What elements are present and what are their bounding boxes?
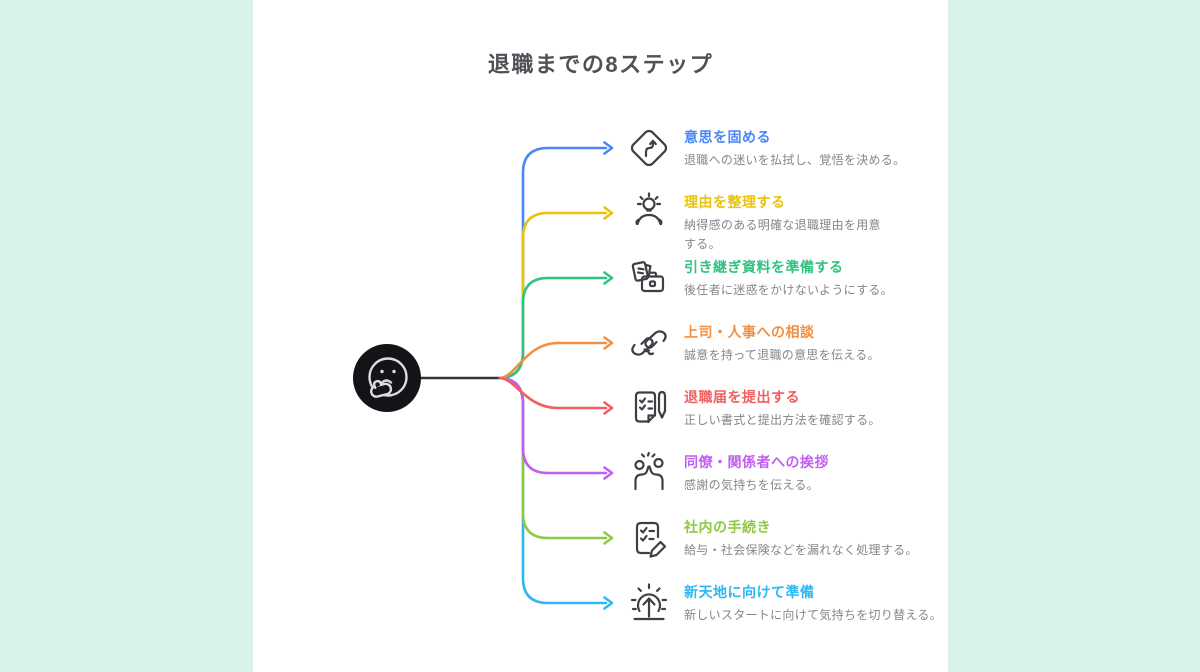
sunrise-arrow-icon	[625, 579, 673, 627]
step-description: 後任者に迷惑をかけないようにする。	[684, 283, 893, 297]
step-title: 退職届を提出する	[684, 389, 800, 405]
idea-person-icon	[625, 189, 673, 237]
step-row: 引き継ぎ資料を準備する 後任者に迷惑をかけないようにする。	[625, 254, 946, 302]
step-title: 上司・人事への相談	[684, 324, 815, 340]
step-title: 引き継ぎ資料を準備する	[684, 259, 844, 275]
step-description: 正しい書式と提出方法を確認する。	[684, 413, 881, 427]
step-row: 社内の手続き 給与・社会保険などを漏れなく処理する。	[625, 514, 946, 562]
high-five-icon	[625, 449, 673, 497]
step-row: 上司・人事への相談 誠意を持って退職の意思を伝える。	[625, 319, 946, 367]
step-row: 理由を整理する 納得感のある明確な退職理由を用意する。	[625, 189, 884, 253]
thinking-face-icon	[353, 344, 421, 412]
page-title: 退職までの8ステップ	[487, 51, 714, 77]
step-description: 納得感のある明確な退職理由を用意する。	[684, 218, 881, 251]
checklist-pencil-icon	[625, 514, 673, 562]
documents-briefcase-icon	[625, 254, 673, 302]
step-row: 意思を固める 退職への迷いを払拭し、覚悟を決める。	[625, 124, 946, 172]
step-title: 新天地に向けて準備	[684, 584, 815, 600]
step-title: 意思を固める	[684, 129, 771, 145]
step-title: 社内の手続き	[684, 519, 771, 535]
step-description: 感謝の気持ちを伝える。	[684, 478, 819, 492]
form-pen-icon	[625, 384, 673, 432]
step-title: 理由を整理する	[684, 194, 786, 210]
handshake-icon	[625, 319, 673, 367]
step-row: 退職届を提出する 正しい書式と提出方法を確認する。	[625, 384, 946, 432]
step-title: 同僚・関係者への挨拶	[684, 454, 829, 470]
step-description: 新しいスタートに向けて気持ちを切り替える。	[684, 608, 942, 622]
step-description: 給与・社会保険などを漏れなく処理する。	[684, 543, 918, 557]
road-curve-sign-icon	[625, 124, 673, 172]
step-row: 新天地に向けて準備 新しいスタートに向けて気持ちを切り替える。	[625, 579, 946, 627]
step-description: 誠意を持って退職の意思を伝える。	[684, 348, 880, 362]
step-description: 退職への迷いを払拭し、覚悟を決める。	[684, 153, 906, 167]
step-row: 同僚・関係者への挨拶 感謝の気持ちを伝える。	[625, 449, 946, 497]
